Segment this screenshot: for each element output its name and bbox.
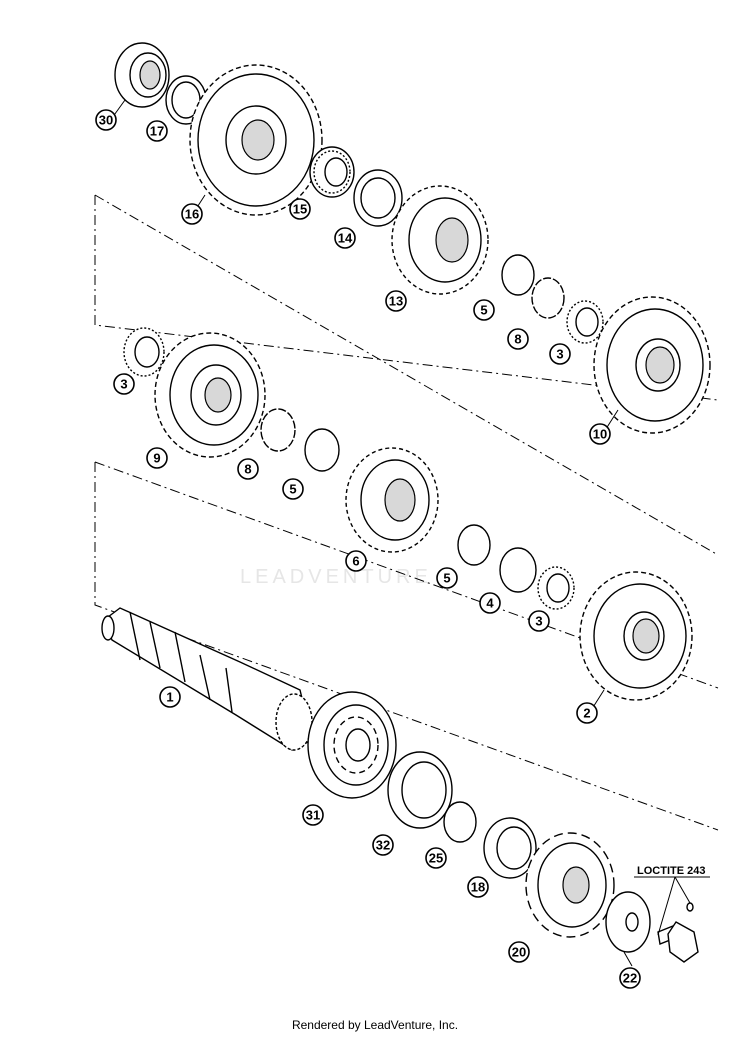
gear-10: [593, 296, 711, 434]
callout-label: 32: [376, 838, 390, 853]
callout-18: 18: [467, 876, 489, 898]
bolt: [657, 921, 699, 963]
callout-label: 30: [99, 113, 113, 128]
callout-10: 10: [589, 423, 611, 445]
callout-30: 30: [95, 109, 117, 131]
assembly-line-upper: [94, 195, 719, 401]
callout-20: 20: [508, 941, 530, 963]
callout-3: 3: [113, 373, 135, 395]
callout-label: 8: [514, 332, 521, 347]
callout-25: 25: [425, 847, 447, 869]
washer-8-upper: [531, 277, 565, 319]
washer-8-middle: [260, 408, 296, 452]
washer-22: [605, 891, 651, 953]
callout-label: 6: [352, 554, 359, 569]
callout-8: 8: [237, 458, 259, 480]
callout-label: 14: [338, 231, 353, 246]
loctite-note: LOCTITE 243: [637, 865, 705, 877]
callout-3: 3: [528, 610, 550, 632]
callout-17: 17: [146, 120, 168, 142]
callout-8: 8: [507, 328, 529, 350]
bearing-30: [114, 42, 170, 108]
callout-label: 16: [185, 207, 199, 222]
gear-16: [189, 64, 323, 216]
callout-5: 5: [282, 478, 304, 500]
circlip-5-lower: [457, 524, 491, 566]
o-ring-25: [443, 801, 477, 843]
callout-label: 8: [244, 462, 251, 477]
assembly-line-lower: [94, 462, 719, 831]
callout-label: 1: [166, 690, 173, 705]
watermark-text: LEADVENTURE: [240, 566, 432, 588]
gear-9: [154, 332, 266, 458]
callout-5: 5: [436, 567, 458, 589]
callout-1: 1: [159, 686, 181, 708]
callout-15: 15: [289, 198, 311, 220]
leader-note: [634, 876, 710, 936]
circlip-5-upper: [501, 254, 535, 296]
callout-4: 4: [479, 592, 501, 614]
callout-label: 9: [153, 451, 160, 466]
needle-bearing-3-lower: [537, 566, 575, 610]
callout-label: 3: [556, 347, 563, 362]
callout-label: 5: [443, 571, 450, 586]
callout-31: 31: [302, 804, 324, 826]
gear-6: [345, 447, 439, 553]
circlip-5-middle: [304, 428, 340, 472]
callout-13: 13: [385, 290, 407, 312]
leader-22: [623, 951, 633, 967]
callout-label: 31: [306, 808, 320, 823]
callout-5: 5: [473, 299, 495, 321]
callout-label: 5: [289, 482, 296, 497]
shaft-1: [101, 607, 313, 751]
callout-label: 3: [535, 614, 542, 629]
loctite-droplet: [686, 902, 694, 912]
callout-label: 4: [486, 596, 494, 611]
callout-2: 2: [576, 702, 598, 724]
callout-22: 22: [619, 967, 641, 989]
callout-label: 3: [120, 377, 127, 392]
washer-4: [499, 547, 537, 593]
callout-label: 20: [512, 945, 526, 960]
sleeve-18: [483, 817, 537, 879]
callout-label: 5: [480, 303, 487, 318]
ring-32: [387, 751, 453, 829]
callout-label: 13: [389, 294, 403, 309]
callout-label: 17: [150, 124, 164, 139]
callout-label: 18: [471, 880, 485, 895]
callout-9: 9: [146, 447, 168, 469]
gear-13: [391, 185, 489, 295]
needle-bearing-3-upper: [566, 300, 604, 344]
needle-bearing-15: [309, 146, 355, 198]
callout-label: 2: [583, 706, 590, 721]
callout-14: 14: [334, 227, 356, 249]
needle-bearing-3-left: [123, 327, 165, 377]
callout-16: 16: [181, 203, 203, 225]
callout-label: 10: [593, 427, 607, 442]
footer-credit: Rendered by LeadVenture, Inc.: [291, 1018, 459, 1032]
gear-2: [579, 571, 693, 701]
callout-label: 22: [623, 971, 637, 986]
callout-label: 15: [293, 202, 307, 217]
callout-3: 3: [549, 343, 571, 365]
callout-6: 6: [345, 550, 367, 572]
bearing-31: [307, 691, 397, 799]
shim-14: [353, 169, 403, 227]
callout-32: 32: [372, 834, 394, 856]
callout-label: 25: [429, 851, 443, 866]
sprocket-20: [525, 832, 615, 938]
